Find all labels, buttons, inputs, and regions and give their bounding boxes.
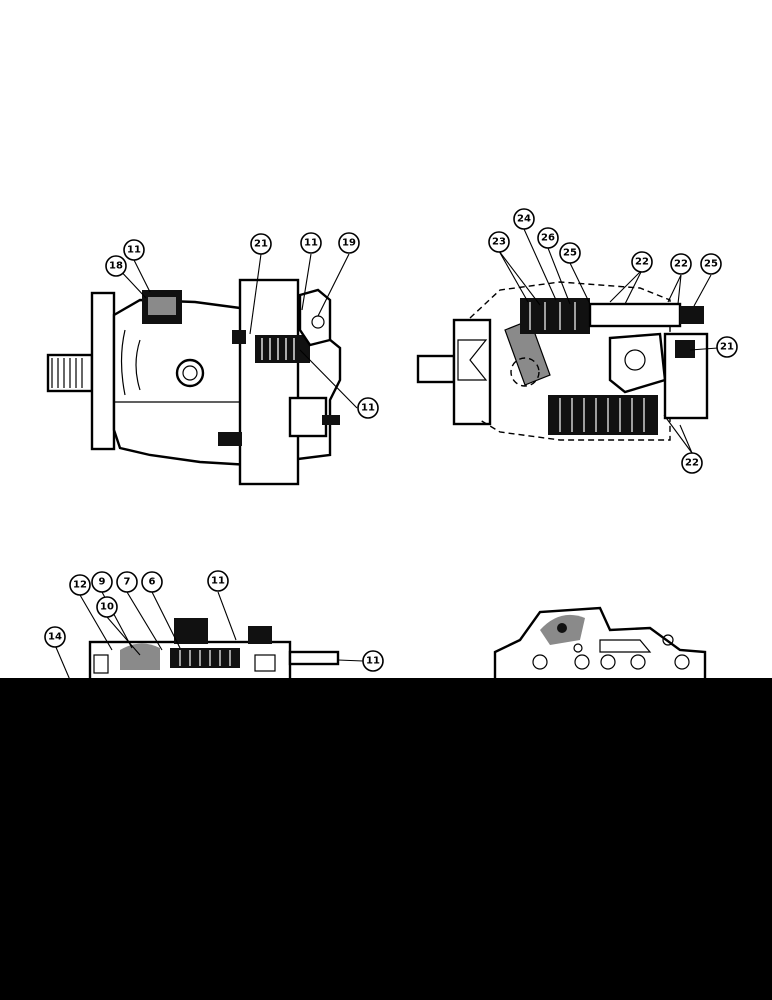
svg-text:11: 11 xyxy=(127,245,141,256)
svg-text:25: 25 xyxy=(704,259,718,270)
bolt-1 xyxy=(532,654,548,670)
bolt-2 xyxy=(574,654,590,670)
svg-text:11: 11 xyxy=(366,656,380,667)
callout-11-c: 11 xyxy=(357,397,379,419)
callout-18: 18 xyxy=(105,255,127,277)
svg-text:6: 6 xyxy=(149,577,156,588)
center-boss xyxy=(175,358,205,388)
callout-12: 12 xyxy=(69,574,91,596)
front-block xyxy=(452,318,492,426)
svg-text:22: 22 xyxy=(685,458,699,469)
svg-text:11: 11 xyxy=(361,403,375,414)
svg-text:19: 19 xyxy=(342,238,356,249)
bolt-5 xyxy=(674,654,690,670)
control-cylinder xyxy=(255,335,310,363)
lower-spool xyxy=(170,648,240,668)
callout-6: 6 xyxy=(141,571,163,593)
callout-19: 19 xyxy=(338,232,360,254)
shaft-splines xyxy=(51,358,83,388)
callout-21-a: 21 xyxy=(250,233,272,255)
svg-text:21: 21 xyxy=(254,239,268,250)
callout-11-b: 11 xyxy=(300,232,322,254)
shaft-stub xyxy=(416,354,456,384)
bolt-3 xyxy=(600,654,616,670)
svg-text:10: 10 xyxy=(100,602,114,613)
compensator-body xyxy=(298,288,332,347)
callout-23: 23 xyxy=(488,231,510,253)
svg-text:11: 11 xyxy=(304,238,318,249)
callout-7: 7 xyxy=(116,571,138,593)
lower-valve xyxy=(288,396,328,438)
valve-cover xyxy=(608,332,667,394)
svg-text:14: 14 xyxy=(48,632,62,643)
servo-piston xyxy=(520,298,590,334)
svg-text:22: 22 xyxy=(635,257,649,268)
bottom-fitting xyxy=(218,432,242,446)
svg-text:18: 18 xyxy=(109,261,123,272)
callout-21-b: 21 xyxy=(716,336,738,358)
callout-22-a: 22 xyxy=(631,251,653,273)
callout-24: 24 xyxy=(513,208,535,230)
callout-11-a: 11 xyxy=(123,239,145,261)
svg-text:22: 22 xyxy=(674,259,688,270)
blackout-band xyxy=(0,678,772,1000)
callout-11-d: 11 xyxy=(207,570,229,592)
svg-text:12: 12 xyxy=(73,580,87,591)
svg-text:9: 9 xyxy=(99,577,106,588)
lower-port-block xyxy=(174,618,208,644)
callout-14: 14 xyxy=(44,626,66,648)
view-top-left: 11 18 21 11 19 11 xyxy=(46,232,379,486)
callout-22-b: 22 xyxy=(670,253,692,275)
callout-9: 9 xyxy=(91,571,113,593)
callout-25-a: 25 xyxy=(559,242,581,264)
lower-rod xyxy=(288,650,340,666)
svg-text:23: 23 xyxy=(492,237,506,248)
svg-text:25: 25 xyxy=(563,248,577,259)
adjust-screw xyxy=(680,306,704,324)
svg-text:7: 7 xyxy=(124,577,131,588)
servo-rod xyxy=(588,302,682,328)
callout-25-b: 25 xyxy=(700,253,722,275)
cylinder-block xyxy=(548,395,658,435)
svg-text:21: 21 xyxy=(720,342,734,353)
svg-text:11: 11 xyxy=(211,576,225,587)
end-cap xyxy=(238,278,300,486)
svg-text:24: 24 xyxy=(517,214,531,225)
mounting-flange xyxy=(90,291,116,451)
callout-11-e: 11 xyxy=(362,650,384,672)
callout-26: 26 xyxy=(537,227,559,249)
callout-22-c: 22 xyxy=(681,452,703,474)
callout-10: 10 xyxy=(96,596,118,618)
bolt-4 xyxy=(630,654,646,670)
view-bottom-left: 12 9 7 6 11 10 14 11 xyxy=(44,570,384,684)
view-bottom-right xyxy=(493,606,707,680)
view-top-right: 24 23 26 25 22 22 25 21 xyxy=(416,208,738,474)
svg-text:26: 26 xyxy=(541,233,555,244)
